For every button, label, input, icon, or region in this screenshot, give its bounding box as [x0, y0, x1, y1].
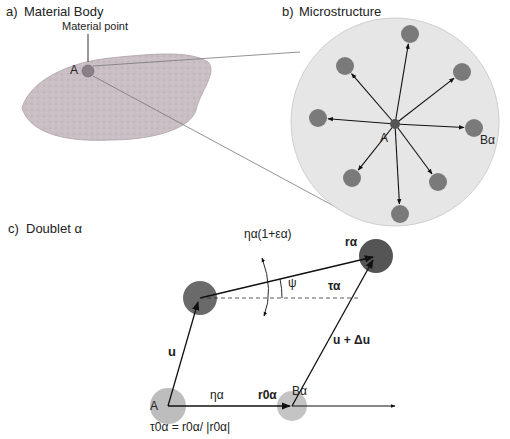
particle	[453, 63, 471, 81]
center-particle	[390, 119, 400, 129]
point-label: A	[70, 64, 78, 77]
bond-arrow	[395, 124, 464, 127]
vector-label: τα	[328, 280, 340, 293]
panel-letter: b)	[282, 5, 294, 19]
vector-label: u	[168, 345, 176, 359]
vector-label: r0α	[258, 389, 277, 402]
panel-title: Material Body	[24, 5, 103, 19]
bond-arrow	[328, 119, 395, 124]
bond-arrow	[395, 124, 432, 174]
point-label: A	[380, 132, 388, 145]
panel-letter: a)	[6, 5, 18, 19]
material-body	[22, 54, 211, 140]
formula-label: τ0α = r0α/ |r0α|	[150, 421, 230, 434]
math-label: ηα(1+εα)	[244, 228, 292, 241]
particle	[343, 169, 361, 187]
point-label: A	[150, 400, 158, 413]
reference-line	[200, 298, 360, 299]
leader-line	[88, 34, 89, 62]
vector-label: rα	[345, 236, 357, 249]
reference-vector	[168, 405, 290, 406]
particle	[309, 109, 327, 127]
deformed-vector	[200, 257, 373, 298]
math-label: ηα	[210, 389, 224, 402]
microstructure-arrows	[309, 25, 483, 223]
angle-label: ψ	[288, 277, 297, 290]
panel-title: Doublet α	[26, 222, 82, 236]
displacement-arrow	[168, 302, 198, 406]
vector-label: u + Δu	[333, 334, 370, 347]
panel-title: Microstructure	[299, 5, 381, 19]
bond-arrow	[395, 44, 408, 124]
length-arc	[262, 258, 269, 316]
particle	[336, 57, 354, 75]
particle	[401, 25, 419, 43]
point-label: Bα	[480, 134, 495, 147]
displacement-arrow	[292, 260, 373, 406]
material-point	[82, 65, 94, 77]
bond-arrow	[395, 78, 454, 124]
particle-b-deformed	[359, 239, 393, 273]
bond-arrow	[358, 124, 395, 170]
unit-direction	[292, 406, 395, 407]
bond-arrow	[352, 74, 395, 124]
microstructure-circle	[291, 18, 499, 226]
panel-letter: c)	[8, 222, 19, 236]
point-label: Bα	[292, 385, 307, 398]
particle	[391, 205, 409, 223]
bond-arrow	[395, 124, 399, 204]
particle	[429, 173, 447, 191]
angle-arc	[280, 279, 282, 298]
zoom-line	[93, 52, 300, 66]
callout-text: Material point	[62, 20, 128, 32]
